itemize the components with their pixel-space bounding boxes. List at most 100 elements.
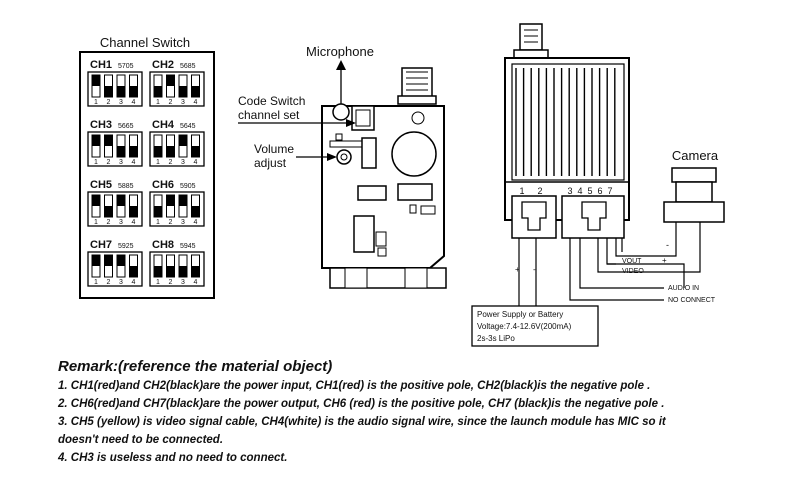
dip-knob: [166, 75, 175, 86]
dip-pin-number: 3: [181, 279, 185, 286]
dip-knob: [104, 86, 113, 97]
remark-line-2: 2. CH6(red)and CH7(black)are the power o…: [58, 398, 665, 410]
channel-frequency: 5925: [118, 243, 134, 250]
dip-pin-number: 3: [119, 279, 123, 286]
dip-pin-number: 1: [156, 219, 160, 226]
wire-label-no-connect: NO CONNECT: [668, 297, 716, 304]
module-pin-number: 6: [597, 186, 602, 196]
dip-pin-number: 3: [119, 99, 123, 106]
channel-name: CH5: [90, 179, 112, 191]
dip-knob: [154, 146, 162, 157]
transmitter-module: [504, 23, 630, 239]
dip-pin-number: 2: [107, 219, 111, 226]
camera-label: Camera: [672, 148, 719, 163]
channel-frequency: 5705: [118, 63, 134, 70]
module-pin-number: 7: [607, 186, 612, 196]
remarks: Remark:(reference the material object) 1…: [58, 358, 778, 469]
dip-knob: [92, 135, 100, 146]
dip-pin-number: 4: [132, 99, 136, 106]
code-switch-label-line2: channel set: [238, 108, 300, 122]
dip-pin-number: 1: [94, 219, 98, 226]
code-switch-label-line1: Code Switch: [238, 94, 305, 108]
channel-frequency: 5885: [118, 183, 134, 190]
dip-knob: [92, 255, 100, 266]
dip-knob: [166, 195, 175, 206]
remark-line-3-cont: doesn't need to be connected.: [58, 434, 224, 446]
module-wires: [518, 222, 701, 306]
dip-knob: [104, 255, 113, 266]
dip-pin-number: 2: [169, 159, 173, 166]
channel-name: CH8: [152, 239, 174, 251]
remark-line-4: 4. CH3 is useless and no need to connect…: [58, 452, 288, 464]
power-supply-box: [471, 305, 599, 347]
channel-name: CH3: [90, 119, 112, 131]
dip-pin-number: 2: [169, 279, 173, 286]
dip-knob: [191, 266, 200, 277]
dip-pin-number: 2: [169, 219, 173, 226]
dip-pin-number: 1: [94, 279, 98, 286]
transmitter-board: [321, 67, 447, 289]
dip-pin-number: 3: [119, 159, 123, 166]
dip-pin-number: 3: [119, 219, 123, 226]
dip-knob: [129, 206, 138, 217]
dip-knob: [166, 146, 175, 157]
dip-knob: [104, 206, 113, 217]
dip-pin-number: 4: [132, 279, 136, 286]
channel-name: CH6: [152, 179, 174, 191]
remarks-title: Remark:(reference the material object): [58, 358, 333, 375]
dip-knob: [117, 255, 125, 266]
dip-knob: [92, 195, 100, 206]
dip-pin-number: 2: [107, 99, 111, 106]
channel-switch-title: Channel Switch: [100, 35, 190, 50]
dip-knob: [129, 86, 138, 97]
power-supply-line1: Power Supply or Battery: [477, 310, 563, 319]
module-pin-number: 4: [577, 186, 582, 196]
channel-name: CH2: [152, 59, 174, 71]
dip-pin-number: 4: [194, 159, 198, 166]
dip-knob: [117, 195, 125, 206]
wire-label-video: VIDEO: [622, 268, 644, 275]
dip-pin-number: 4: [132, 219, 136, 226]
dip-knob: [117, 146, 125, 157]
dip-pin-number: 3: [181, 219, 185, 226]
dip-pin-number: 1: [156, 279, 160, 286]
power-supply-line2: Voltage:7.4-12.6V(200mA): [477, 322, 572, 331]
dip-knob: [179, 135, 187, 146]
module-pin-number: 3: [567, 186, 572, 196]
channel-ch7: CH7 5925 1 2 3 4: [87, 239, 143, 287]
microphone-icon: [332, 103, 350, 121]
module-pin-number: 5: [587, 186, 592, 196]
module-antenna-connector: [519, 23, 543, 51]
camera-lens: [671, 167, 717, 183]
dip-pin-number: 3: [181, 159, 185, 166]
dip-knob: [191, 146, 200, 157]
channel-name: CH4: [152, 119, 175, 131]
vout-plus-mark: +: [662, 256, 667, 265]
chip-circle: [391, 131, 437, 177]
channel-ch5: CH5 5885 1 2 3 4: [87, 179, 143, 227]
dip-pin-number: 4: [132, 159, 136, 166]
dip-knob: [191, 86, 200, 97]
channel-name: CH7: [90, 239, 112, 251]
volume-label-line1: Volume: [254, 142, 294, 156]
dip-knob: [129, 146, 138, 157]
dip-pin-number: 1: [156, 99, 160, 106]
dip-knob: [154, 266, 162, 277]
dip-knob: [117, 86, 125, 97]
channel-frequency: 5685: [180, 63, 196, 70]
dip-pin-number: 2: [169, 99, 173, 106]
dip-pin-number: 3: [181, 99, 185, 106]
channel-frequency: 5645: [180, 123, 196, 130]
dip-pin-number: 4: [194, 279, 198, 286]
dip-pin-number: 2: [107, 279, 111, 286]
dip-pin-number: 4: [194, 219, 198, 226]
channel-name: CH1: [90, 59, 112, 71]
power-supply-line3: 2s-3s LiPo: [477, 334, 515, 343]
